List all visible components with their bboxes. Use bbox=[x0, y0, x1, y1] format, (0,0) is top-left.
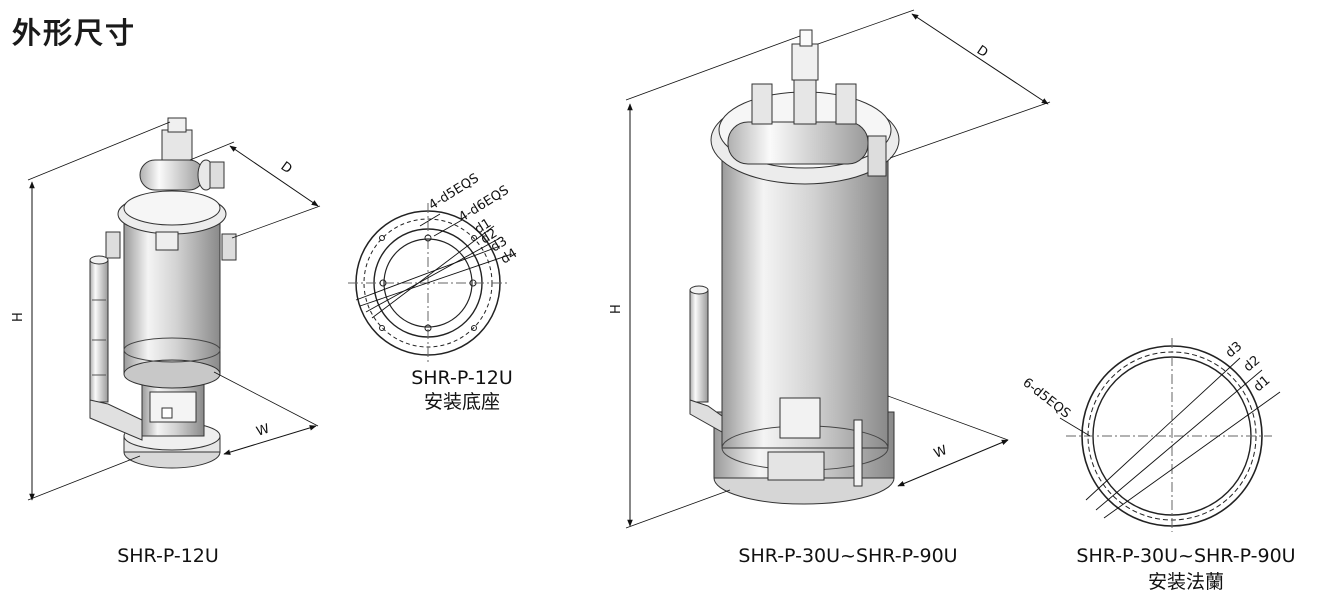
large-height-label: H bbox=[609, 304, 624, 314]
small-unit-dimensions bbox=[27, 121, 321, 501]
small-unit-model: SHR-P-12U bbox=[117, 545, 219, 567]
flange-callout-holes: 6-d5EQS bbox=[1020, 375, 1074, 421]
base-callout-d3: d3 bbox=[488, 234, 510, 255]
large-unit-model: SHR-P-30U~SHR-P-90U bbox=[738, 545, 957, 567]
flange-view-caption: 安装法蘭 bbox=[1148, 571, 1224, 593]
base-view-drawing bbox=[348, 203, 513, 363]
base-callout-d4: d4 bbox=[498, 246, 520, 267]
large-unit-drawing bbox=[689, 29, 900, 505]
large-unit-dimensions bbox=[625, 9, 1051, 529]
flange-view-drawing bbox=[1059, 338, 1281, 532]
base-view-caption: 安装底座 bbox=[424, 391, 500, 413]
page-title: 外形尺寸 bbox=[12, 16, 137, 50]
base-view-model: SHR-P-12U bbox=[411, 367, 513, 389]
flange-callout-d3: d3 bbox=[1223, 339, 1245, 361]
large-width-label: W bbox=[932, 443, 950, 462]
small-height-label: H bbox=[11, 312, 26, 322]
small-unit-drawing bbox=[89, 117, 237, 469]
base-callout-d1: d1 bbox=[472, 216, 494, 237]
small-depth-label: D bbox=[278, 159, 295, 177]
base-callout-d2: d2 bbox=[478, 226, 500, 247]
flange-view-model: SHR-P-30U~SHR-P-90U bbox=[1076, 545, 1295, 567]
large-depth-label: D bbox=[974, 43, 991, 61]
small-width-label: W bbox=[255, 422, 272, 440]
